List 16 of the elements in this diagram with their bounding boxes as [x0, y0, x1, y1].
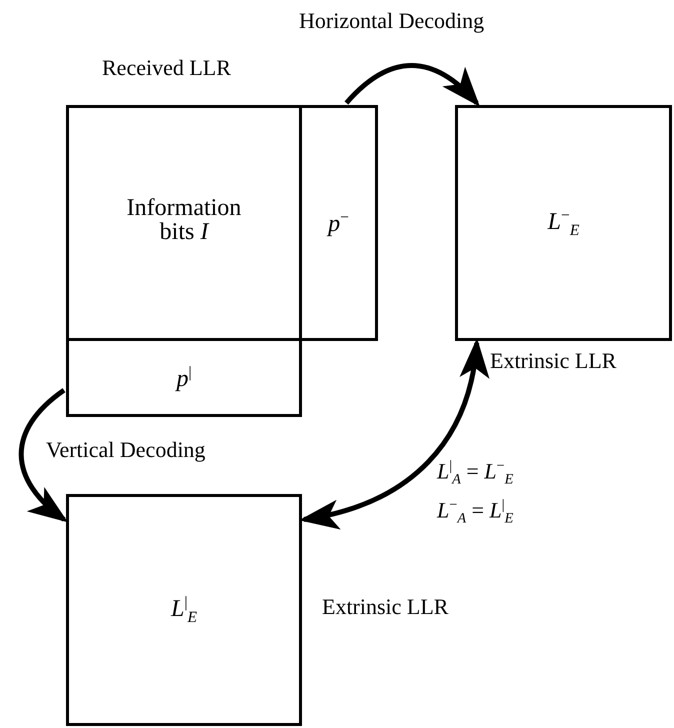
parity-block — [299, 105, 378, 341]
math-symbol: p$^{|}$ — [176, 364, 192, 390]
information-block — [66, 105, 302, 341]
parity-block — [66, 338, 302, 417]
caption-text: Extrinsic LLR — [322, 594, 448, 620]
edge-label: Horizontal Decoding — [299, 8, 484, 34]
extrinsic-block — [455, 105, 672, 341]
caption-text: Extrinsic LLR — [490, 348, 616, 374]
extrinsic-block — [66, 494, 302, 726]
curved-arrow — [344, 63, 480, 107]
heading-text: Received LLR — [102, 55, 231, 81]
curved-arrow — [299, 338, 488, 528]
edge-label: Vertical Decoding — [46, 437, 206, 463]
math-symbol: p$^{−}$ — [328, 210, 349, 236]
curved-arrow — [18, 388, 68, 523]
block-label: Information bits I — [126, 196, 242, 244]
